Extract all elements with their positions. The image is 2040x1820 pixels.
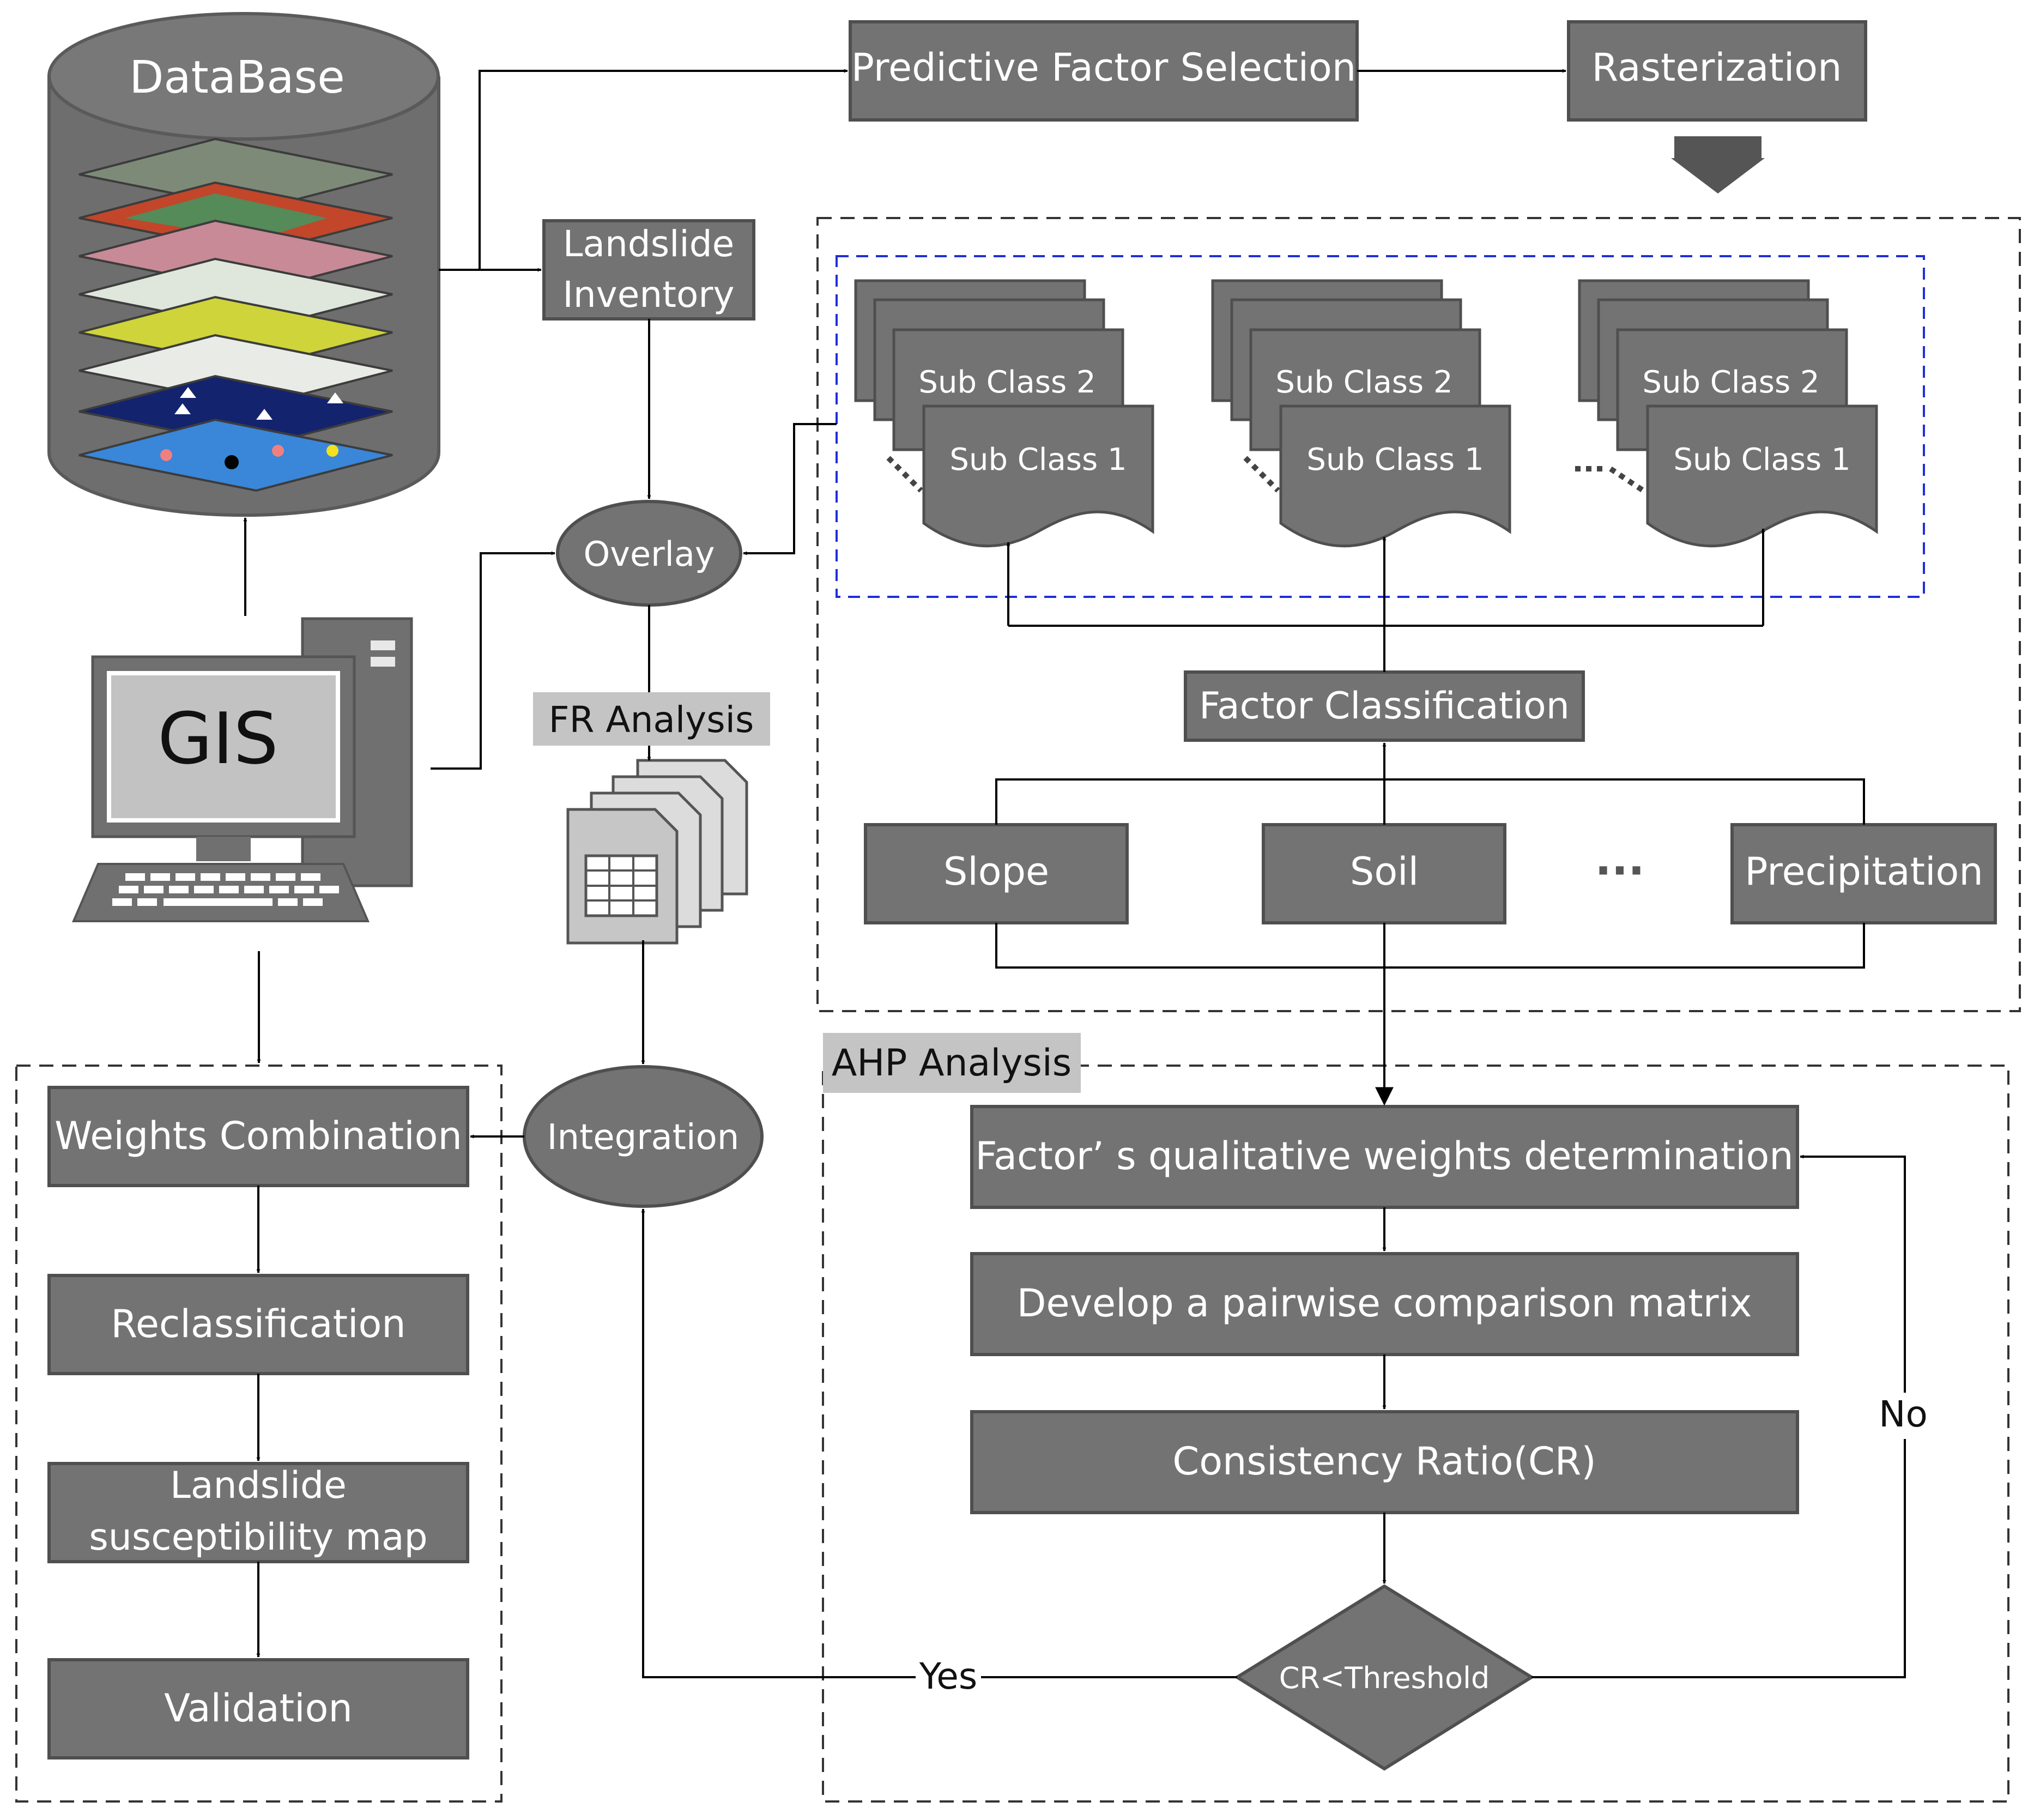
factor-classification-label: Factor Classification <box>1199 685 1570 728</box>
map-layers-icon <box>78 137 393 492</box>
reclassification-box <box>47 1274 469 1375</box>
connectors <box>243 69 1906 1678</box>
cr-threshold-decision <box>1234 1584 1535 1771</box>
subclass-stack-3 <box>1575 279 1878 548</box>
weights-combination-label: Weights Combination <box>55 1114 462 1158</box>
rasterization-label: Rasterization <box>1592 45 1842 90</box>
ahp-step-2-label: Develop a pairwise comparison matrix <box>1017 1281 1752 1326</box>
fr-analysis-label: FR Analysis <box>549 699 754 741</box>
factor-ellipsis: ··· <box>1595 845 1644 896</box>
spreadsheet-documents-icon <box>566 759 748 945</box>
validation-box <box>47 1658 469 1759</box>
factor-slope-label: Slope <box>943 849 1049 894</box>
gis-to-overlay-arrow <box>431 551 555 770</box>
subclass-group-frame <box>836 255 1925 598</box>
integration-label: Integration <box>547 1117 740 1158</box>
yes-label: Yes <box>919 1655 978 1697</box>
validation-label: Validation <box>164 1686 353 1731</box>
fr-analysis-label-bg <box>533 692 770 746</box>
ahp-step-3-box <box>970 1410 1799 1514</box>
weights-combination-box <box>47 1086 469 1187</box>
subclass-stack-1-back-label: Sub Class 2 <box>918 365 1095 400</box>
overlay-label: Overlay <box>583 534 715 574</box>
subclass-stack-2-front-label: Sub Class 1 <box>1306 442 1484 477</box>
predictive-factor-selection-box <box>849 20 1359 122</box>
computer-icon <box>71 617 413 922</box>
ahp-analysis-label-bg <box>823 1033 1081 1093</box>
susceptibility-map-box <box>47 1462 469 1563</box>
database-title: DataBase <box>129 52 344 104</box>
yes-label-bg <box>916 1657 981 1698</box>
ahp-step-1-box <box>970 1105 1799 1209</box>
reclassification-label: Reclassification <box>111 1302 405 1346</box>
factor-soil-box <box>1262 823 1506 924</box>
cr-threshold-label: CR<Threshold <box>1279 1661 1490 1695</box>
ahp-analysis-label: AHP Analysis <box>832 1042 1072 1085</box>
susceptibility-map-line2: susceptibility map <box>89 1516 427 1559</box>
landslide-inventory-line1: Landslide <box>563 223 735 265</box>
factor-group-frame <box>816 217 2021 1012</box>
factors-top-bracket <box>995 778 1865 825</box>
ahp-step-1-label: Factor’ s qualitative weights determinat… <box>975 1134 1793 1178</box>
subclass-stack-3-back-label: Sub Class 2 <box>1642 365 1819 400</box>
subclass-stack-3-front-label: Sub Class 1 <box>1673 442 1850 477</box>
left-chain-frame <box>15 1065 503 1803</box>
decision-yes-to-integration-arrow <box>641 1208 1237 1678</box>
gis-label: GIS <box>158 697 279 780</box>
landslide-inventory-line2: Inventory <box>562 274 734 316</box>
subclass-stack-2 <box>1211 279 1511 548</box>
susceptibility-map-line1: Landslide <box>170 1464 347 1507</box>
subclass-stack-1-front-label: Sub Class 1 <box>949 442 1127 477</box>
factors-bottom-bracket <box>995 923 1865 969</box>
db-to-predictive-arrow <box>439 69 848 271</box>
subclass-stack-2-back-label: Sub Class 2 <box>1275 365 1452 400</box>
ahp-step-3-label: Consistency Ratio(CR) <box>1172 1439 1596 1484</box>
no-label-bg <box>1875 1393 1935 1439</box>
factor-soil-label: Soil <box>1350 849 1419 894</box>
rasterization-box <box>1567 20 1867 122</box>
predictive-factor-selection-label: Predictive Factor Selection <box>851 45 1356 90</box>
no-label: No <box>1879 1393 1928 1435</box>
subclass-stack-1 <box>854 279 1154 548</box>
subclass-to-overlay-arrow <box>743 423 837 555</box>
down-arrow-icon <box>1671 136 1765 194</box>
factor-precipitation-label: Precipitation <box>1745 849 1983 894</box>
